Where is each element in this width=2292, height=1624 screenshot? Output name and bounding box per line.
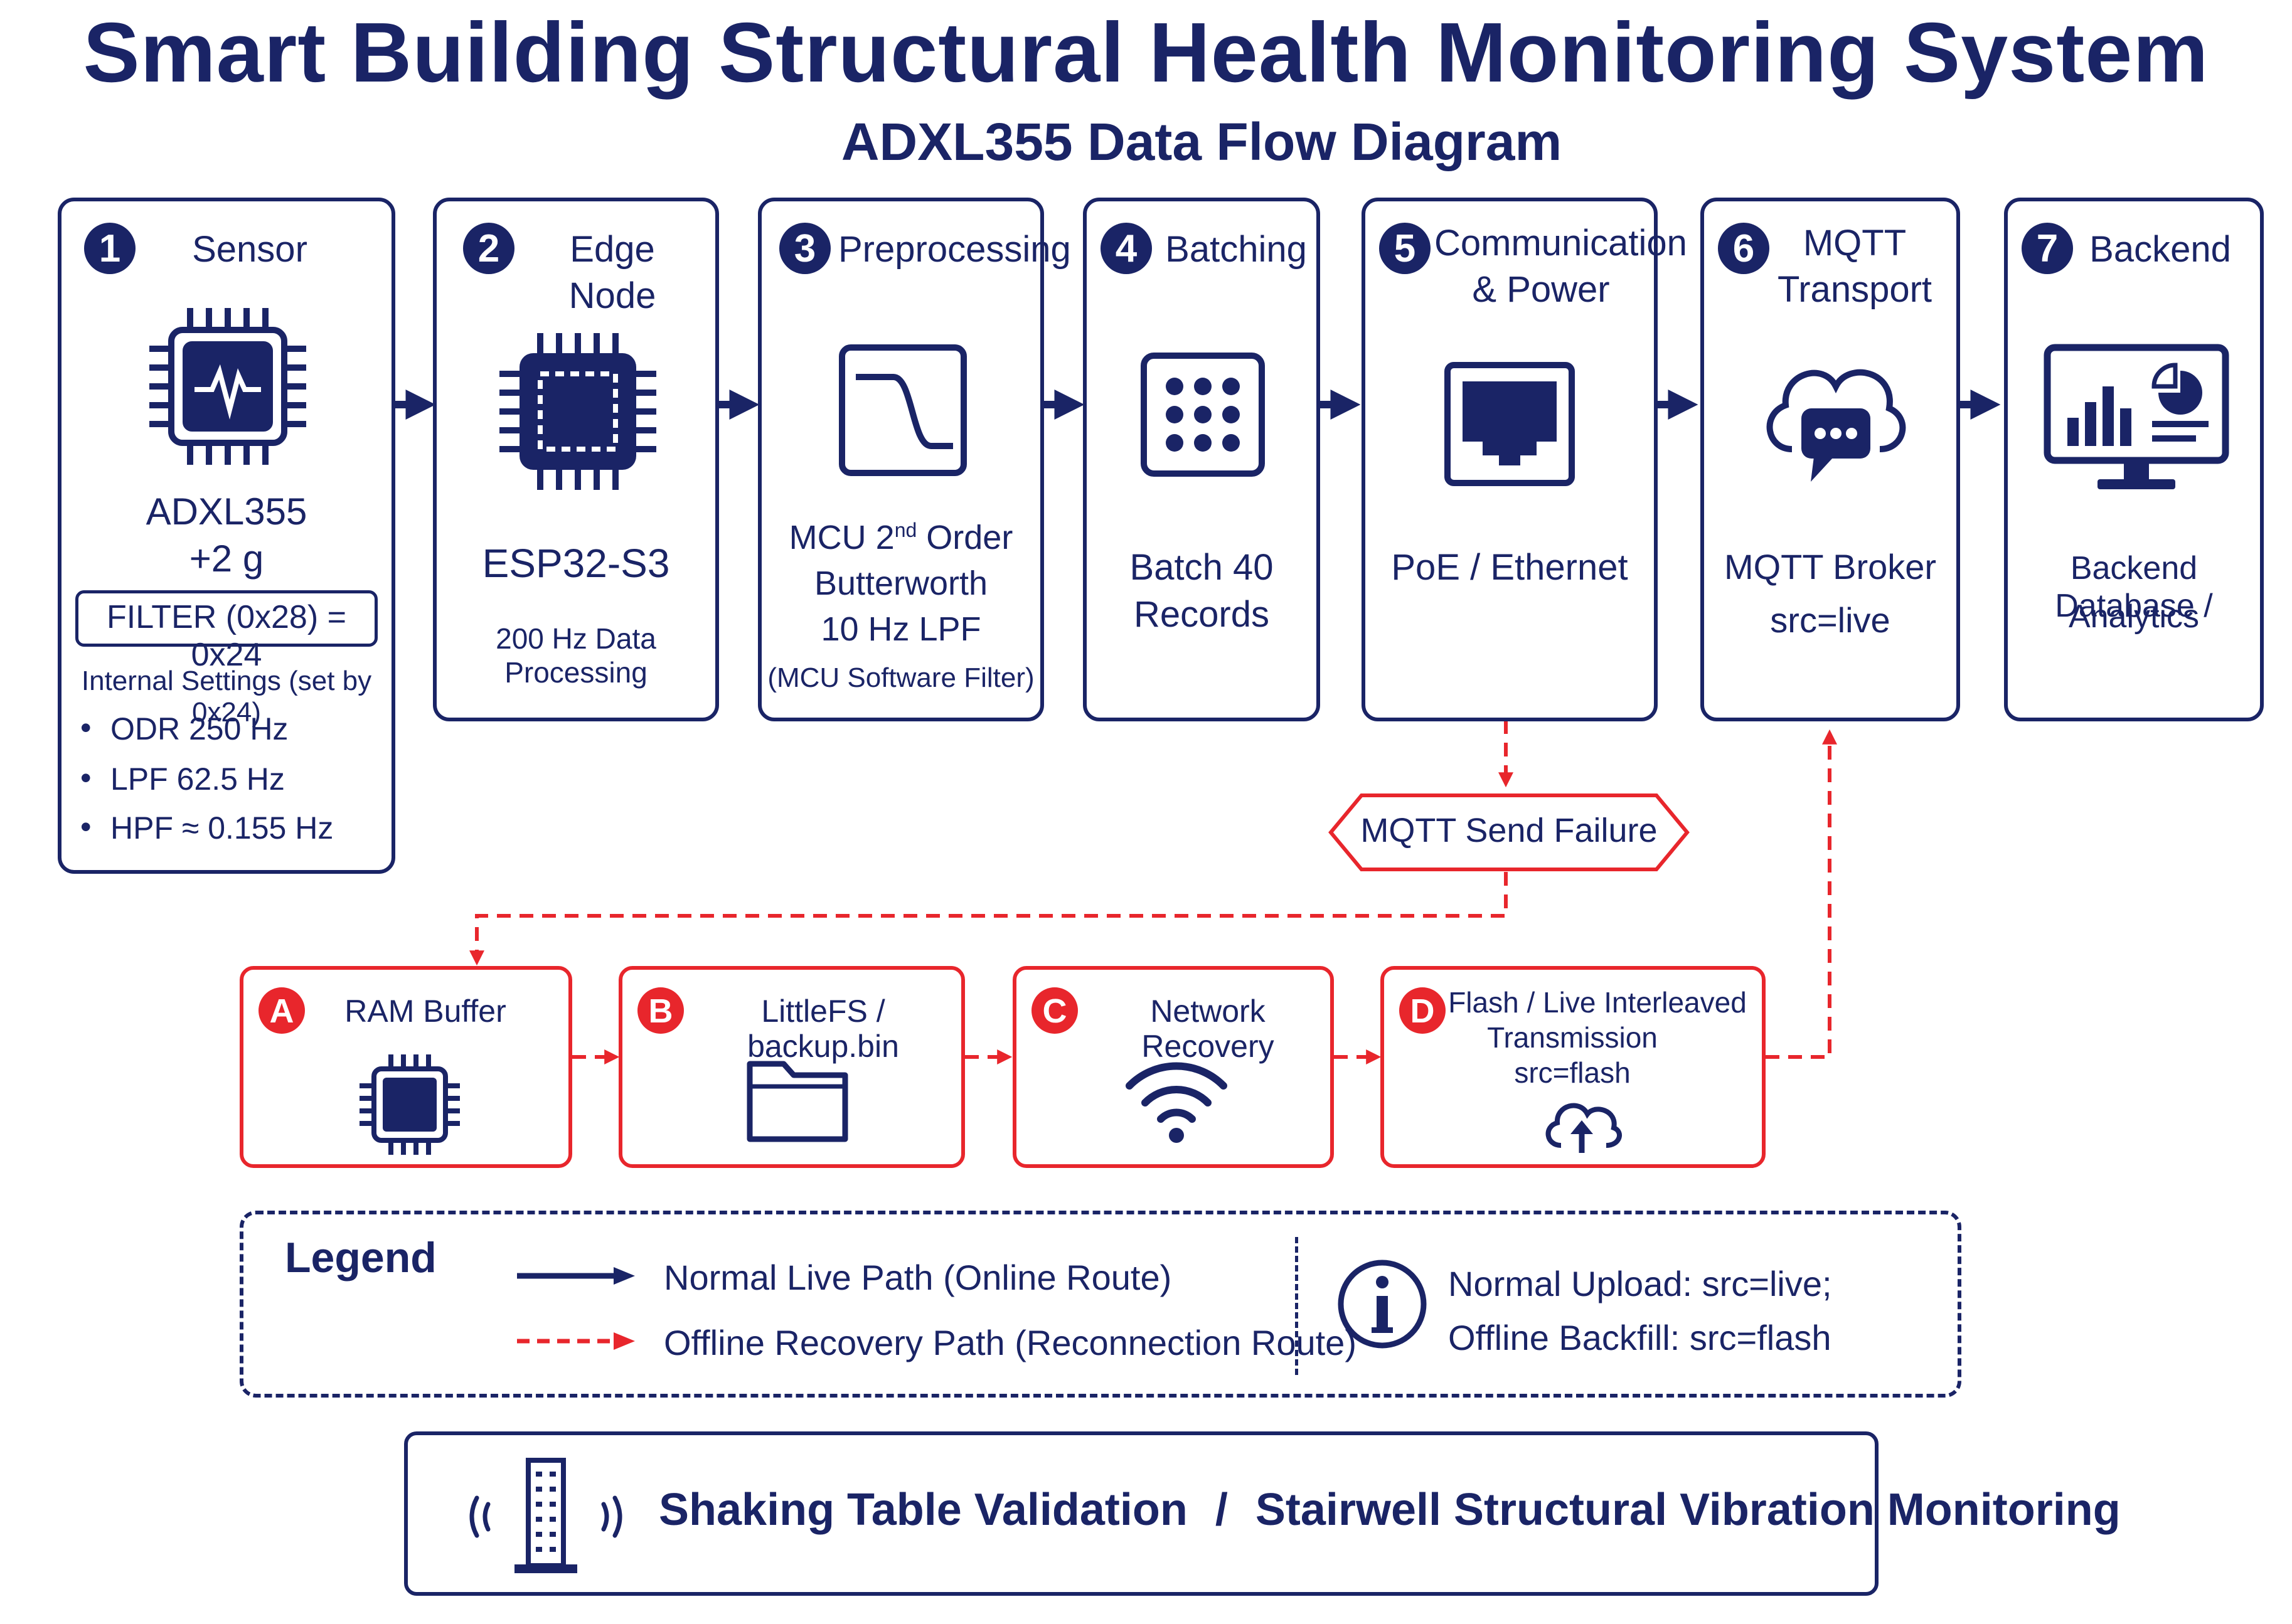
filter-order-suffix: Order [917,519,1013,556]
footer-left: Shaking Table Validation [659,1485,1188,1535]
stage-number: 4 [1101,223,1152,274]
comm-medium: PoE / Ethernet [1391,547,1628,588]
offline-path-arrows [469,720,1837,1064]
batch-unit: Records [1134,594,1269,635]
memory-chip-icon [360,1054,460,1155]
failure-hexagon [1328,793,1690,871]
stage-title-line2: & Power [1472,269,1610,310]
stage-edge-node: 2 Edge Node ESP32-S3 200 Hz Data Process… [433,198,719,721]
folder-icon [747,1061,848,1142]
legend: Legend Normal Live Path (Online Route) O… [240,1211,1961,1398]
setting-odr: ODR 250 Hz [110,711,289,746]
filter-order-text: MCU 2 [789,519,895,556]
stage-title: Backend [2089,229,2231,270]
stage-title-line2: Transport [1777,269,1932,310]
stage-title: Edge Node [568,229,656,316]
footer-separator: / [1215,1485,1228,1535]
info-icon [1338,1260,1427,1349]
legend-normal-label: Normal Live Path (Online Route) [664,1258,1172,1297]
footer-banner: Shaking Table Validation / Stairwell Str… [404,1431,2121,1596]
stage-communication: 5 Communication & Power PoE / Ethernet [1362,198,1687,721]
stage-preprocessing: 3 Preprocessing MCU 2nd Order Butterwort… [758,198,1071,721]
filter-register-box: FILTER (0x28) = 0x24 [75,590,378,673]
recovery-ram-buffer: A RAM Buffer [240,966,572,1168]
filter-note: (MCU Software Filter) [767,662,1035,693]
stage-title-line1: Communication [1434,223,1687,263]
filter-curve-icon [839,344,967,476]
filter-cutoff: 10 Hz LPF [821,610,981,648]
sensor-model: ADXL355 [146,491,307,533]
recovery-letter: C [1031,987,1078,1034]
page-title: Smart Building Structural Health Monitor… [83,5,2209,100]
setting-lpf: LPF 62.5 Hz [110,762,285,797]
recovery-title: Network Recovery [1141,994,1274,1064]
stage-title: Batching [1165,229,1307,270]
stage-number: 7 [2022,223,2073,274]
footer-right: Stairwell Structural Vibration Monitorin… [1255,1485,2121,1535]
backend-line1: Backend Database / [2055,550,2213,624]
recovery-interleaved: D Flash / Live Interleaved Transmission … [1380,966,1766,1168]
cloud-upload-icon [1545,1103,1622,1153]
stage-mqtt-transport: 6 MQTT Transport MQTT Broker src=live [1700,198,1960,721]
recovery-title: RAM Buffer [344,994,506,1029]
batch-size: Batch 40 [1129,547,1274,588]
recovery-network: C Network Recovery [1013,966,1334,1168]
wifi-icon [1126,1062,1227,1143]
stage-title-line1: MQTT [1803,223,1907,263]
stage-number: 3 [779,223,831,274]
microcontroller-icon [499,333,656,490]
footer-text: Shaking Table Validation / Stairwell Str… [659,1484,2121,1536]
stage-title: Preprocessing [838,229,1071,270]
legend-note-flash: Offline Backfill: src=flash [1448,1318,1831,1357]
setting-hpf: HPF ≈ 0.155 Hz [110,810,334,846]
dot-grid-icon [1141,353,1265,477]
stage-batching: 4 Batching Batch 40 Records [1083,198,1320,721]
edge-node-rate: 200 Hz Data Processing [496,622,656,689]
legend-note-live: Normal Upload: src=live; [1448,1264,1832,1303]
stage-backend: 7 Backend Backend Database / Analytics [2004,198,2264,721]
bullet-dot: • [80,809,92,844]
legend-divider [1295,1237,1298,1375]
stage-number: 1 [84,223,136,274]
stage-title: Sensor [192,229,307,270]
arrow-failure-to-ram [469,872,1508,966]
legend-normal-swatch [517,1267,635,1285]
bullet-dot: • [80,710,92,745]
chip-waveform-icon [149,308,306,465]
recovery-title: LittleFS / backup.bin [747,994,899,1064]
legend-offline-label: Offline Recovery Path (Reconnection Rout… [664,1323,1357,1362]
recovery-line3: src=flash [1514,1056,1631,1089]
stage-number: 5 [1379,223,1431,274]
backend-line2: Analytics [2068,598,2200,635]
sensor-range: +2 g [189,538,264,580]
vibrating-building-icon [469,1458,622,1573]
arrow-d-to-mqtt [1766,729,1837,1059]
monitor-chart-icon [2044,344,2229,489]
mqtt-src-live: src=live [1770,600,1890,640]
bullet-dot: • [80,760,92,795]
filter-register: FILTER (0x28) = 0x24 [107,599,346,673]
legend-offline-swatch [517,1332,635,1350]
recovery-letter: A [259,987,305,1034]
edge-node-model: ESP32-S3 [482,541,670,586]
page-subtitle: ADXL355 Data Flow Diagram [841,112,1562,171]
filter-order: MCU 2nd Order [762,518,1040,557]
cloud-chat-icon [1766,369,1906,482]
recovery-letter: D [1399,987,1446,1034]
mqtt-broker: MQTT Broker [1724,547,1937,586]
recovery-littlefs: B LittleFS / backup.bin [619,966,965,1168]
legend-title: Legend [285,1234,437,1282]
filter-order-sup: nd [894,519,917,541]
stage-number: 2 [463,223,514,274]
ethernet-port-icon [1444,362,1575,486]
settings-title: Internal Settings (set by 0x24) [81,666,372,728]
recovery-letter: B [637,987,684,1034]
recovery-line2: Transmission [1487,1021,1658,1054]
filter-type: Butterworth [814,565,988,602]
failure-label: MQTT Send Failure [1360,812,1658,849]
stage-number: 6 [1718,223,1769,274]
recovery-line1: Flash / Live Interleaved [1448,986,1747,1019]
stage-sensor: 1 Sensor ADXL355 +2 g FILTER (0x28) = 0x… [58,198,395,874]
